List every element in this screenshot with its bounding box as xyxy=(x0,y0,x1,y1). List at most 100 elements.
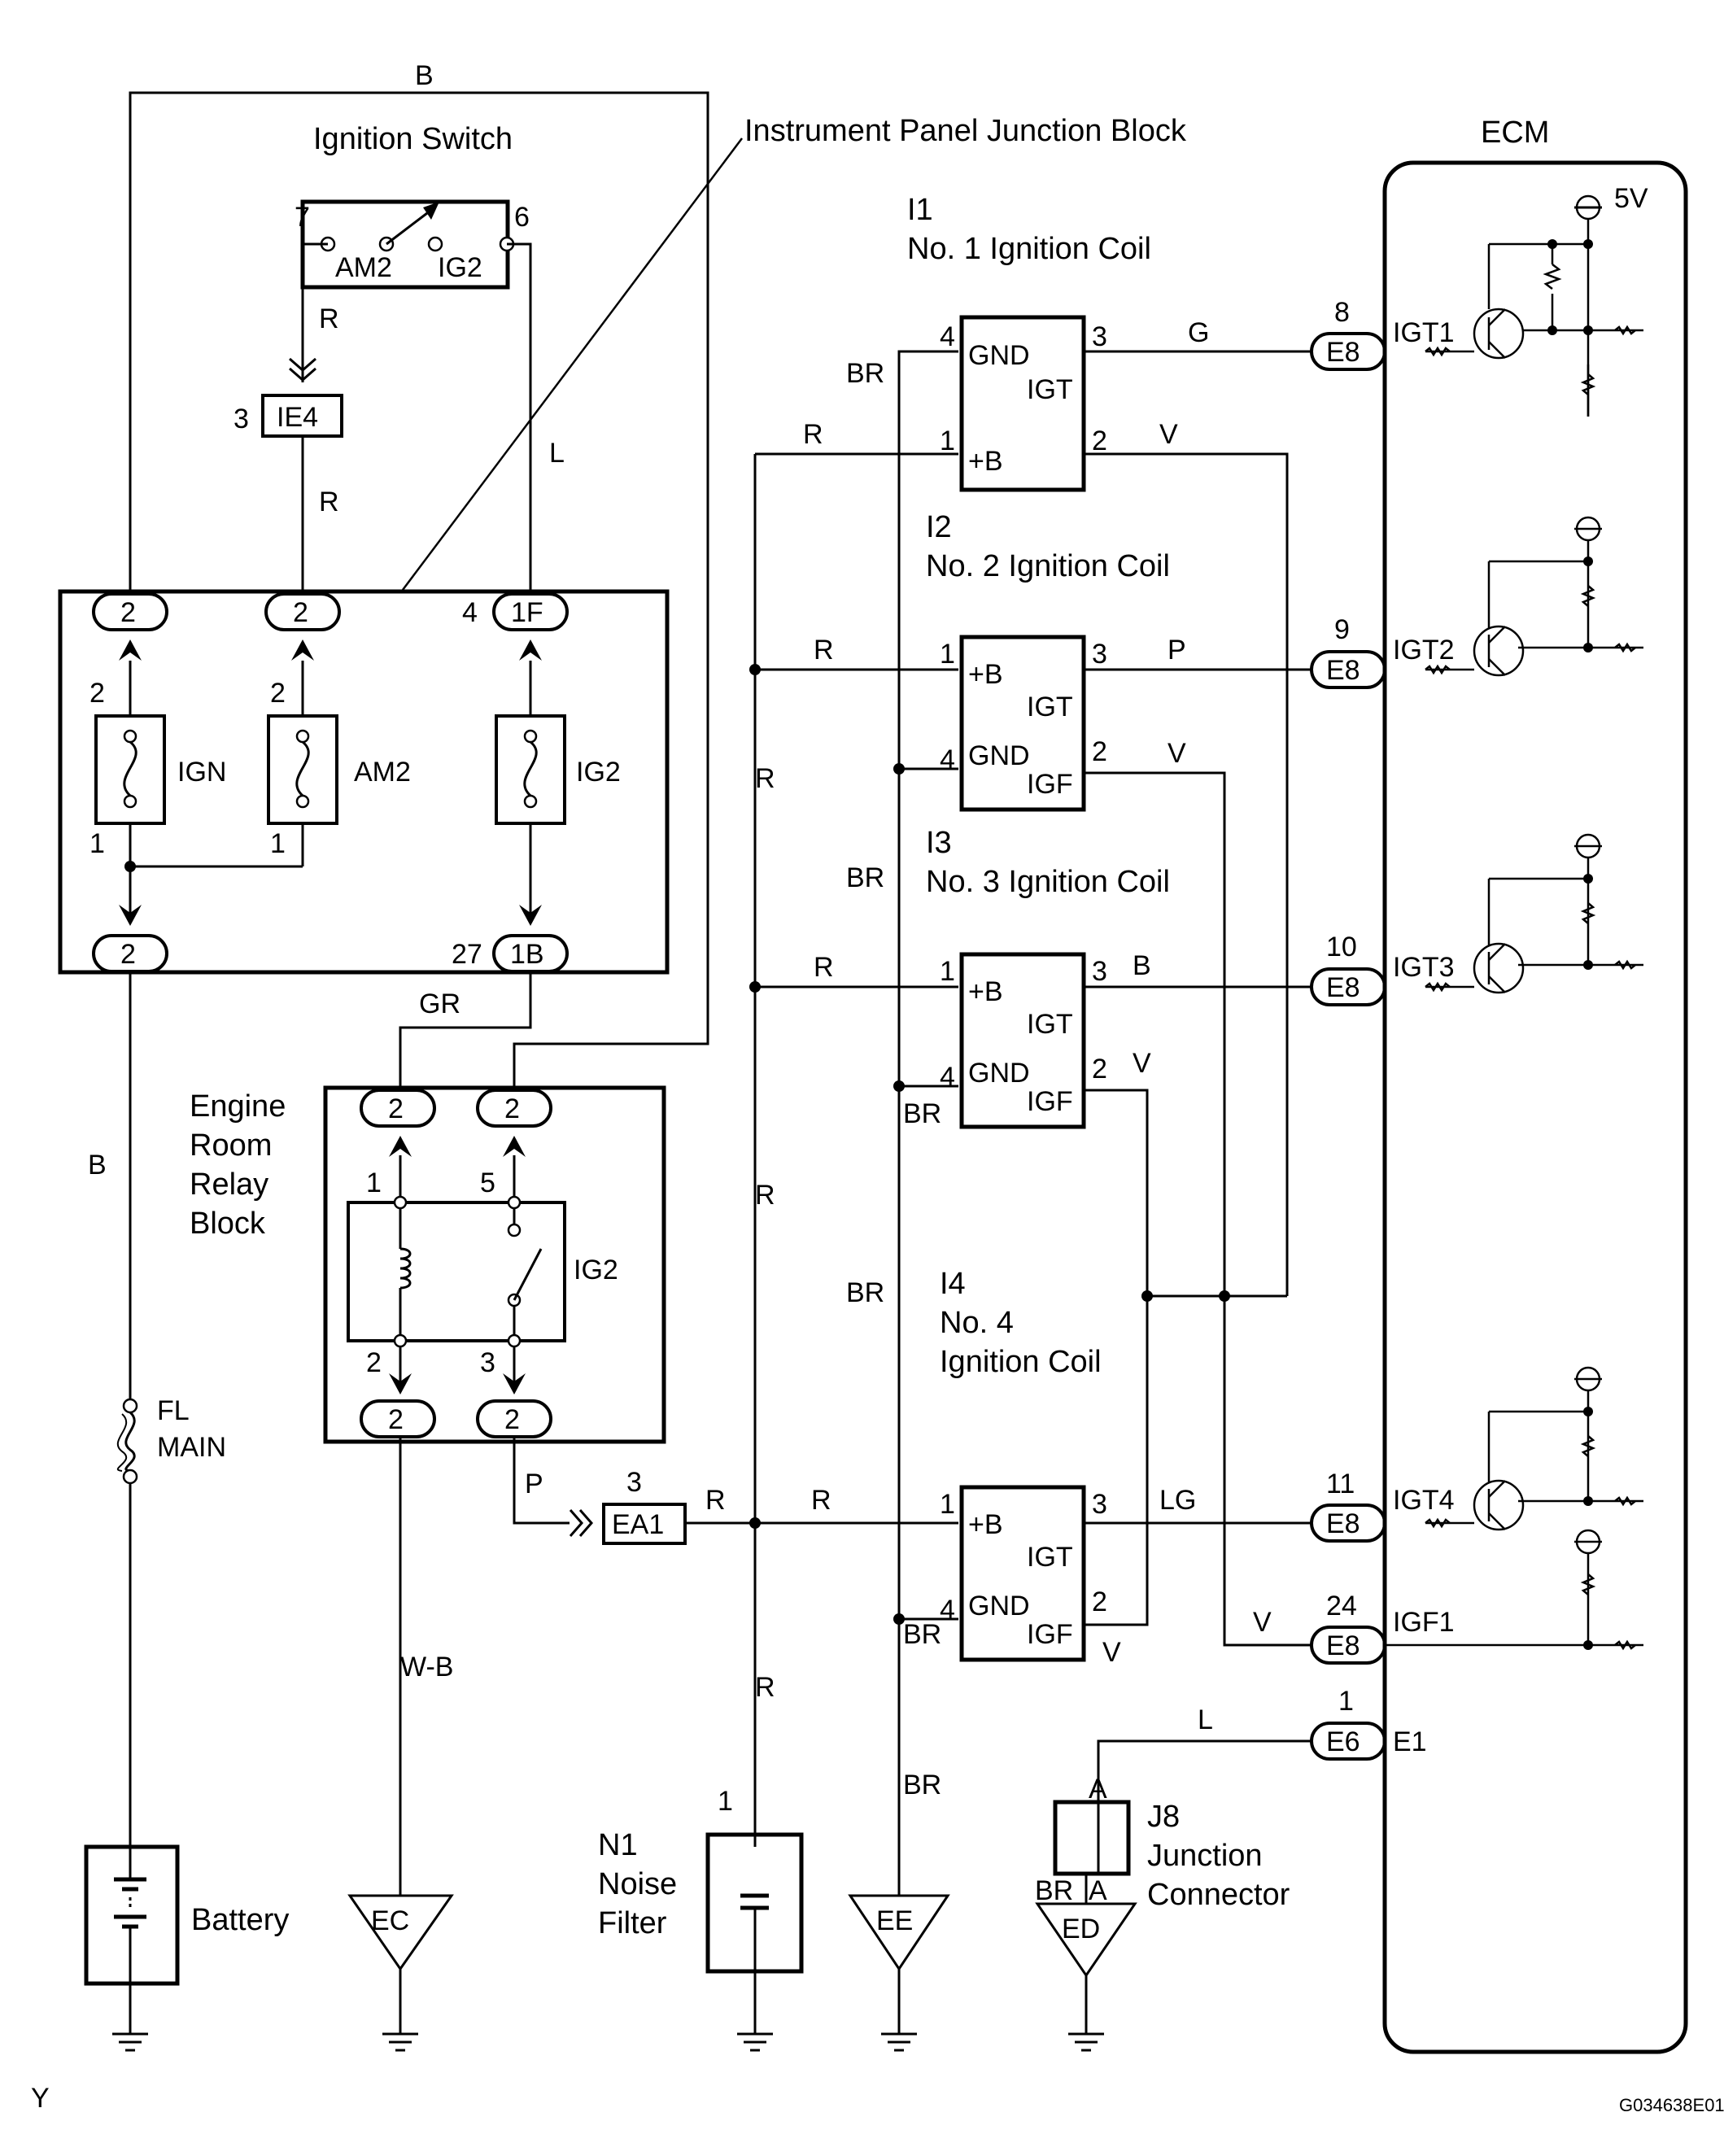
wire-v-coil3 xyxy=(1084,1089,1149,1296)
wire-color-br-4: BR xyxy=(846,1277,884,1308)
wire-color-br-3: BR xyxy=(903,1098,941,1129)
ecm-5v-label: 5V xyxy=(1614,183,1648,214)
wire-color-v-2: V xyxy=(1168,738,1186,769)
coil1-pin-3: 3 xyxy=(1092,321,1107,352)
wire-color-p-coil2: P xyxy=(1168,635,1186,666)
coil2-gnd: GND xyxy=(968,740,1030,771)
fuse-ign-pin-1: 1 xyxy=(89,828,105,859)
wire-color-wb: W-B xyxy=(400,1652,453,1682)
wire-color-v-3: V xyxy=(1133,1048,1151,1079)
wire-gr xyxy=(399,971,532,1086)
ecm-pin-igt3: IGT3 xyxy=(1393,952,1455,983)
ground-ed xyxy=(1035,1902,1137,1978)
errb-connector-2b-label: 2 xyxy=(504,1093,520,1124)
fuse-am2-label: AM2 xyxy=(354,757,411,788)
coil2-pin-1: 1 xyxy=(940,639,955,670)
coil4-igf: IGF xyxy=(1027,1619,1073,1650)
ipjb-connector-2a-label: 2 xyxy=(120,597,136,628)
wire-color-r-1: R xyxy=(319,303,339,334)
ecm-pin-e1: E1 xyxy=(1393,1726,1427,1757)
e6-label: E6 xyxy=(1326,1726,1360,1757)
ecm-driver-igt3 xyxy=(1425,833,1643,994)
fuse-ign-label: IGN xyxy=(177,757,226,788)
errb-connector-2d-label: 2 xyxy=(504,1404,520,1435)
coil3-pin-2: 2 xyxy=(1092,1054,1107,1085)
connector-label: Connector xyxy=(1147,1878,1290,1912)
coil1-gnd: GND xyxy=(968,340,1030,371)
ipjb-connector-2b-label: 2 xyxy=(293,597,308,628)
e8-label-2: E8 xyxy=(1326,655,1360,686)
coil1-id: I1 xyxy=(907,193,933,227)
errb-connector-2a xyxy=(360,1089,436,1128)
footer-left: Y xyxy=(31,2083,50,2114)
coil1-pin-2: 2 xyxy=(1092,426,1107,456)
coil4-pin-2: 2 xyxy=(1092,1586,1107,1617)
coil4-pin-3: 3 xyxy=(1092,1489,1107,1520)
e8-pin-24: 24 xyxy=(1326,1591,1357,1621)
wire-color-r-coil3: R xyxy=(814,952,834,983)
wire-b-loop xyxy=(129,91,709,1086)
ipjb-pin-27: 27 xyxy=(452,939,482,970)
block-label: Block xyxy=(190,1207,266,1241)
ecm-pin-igt4: IGT4 xyxy=(1393,1485,1455,1516)
coil2-name: No. 2 Ignition Coil xyxy=(926,549,1170,583)
e8-label-4: E8 xyxy=(1326,1508,1360,1539)
wire-l-e1 xyxy=(1097,1739,1312,1774)
ecm-label: ECM xyxy=(1481,116,1549,150)
coil3-pin-1: 1 xyxy=(940,956,955,987)
ecm-driver-igt2 xyxy=(1425,516,1643,677)
coil1-pin-4: 4 xyxy=(940,321,955,352)
battery-label: Battery xyxy=(191,1903,289,1937)
e8-pin-10: 10 xyxy=(1326,932,1357,962)
wire-color-r-bus-1: R xyxy=(755,763,775,794)
j8-label: J8 xyxy=(1147,1800,1180,1834)
ipjb-connector-2b xyxy=(264,592,341,631)
wire-color-r-bus-2: R xyxy=(755,1180,775,1211)
ie4-connector xyxy=(261,394,343,438)
coil3-name: No. 3 Ignition Coil xyxy=(926,865,1170,899)
coil1-pin-1: 1 xyxy=(940,426,955,456)
noise-label: Noise xyxy=(598,1867,677,1901)
wire-v-coil1 xyxy=(1084,452,1289,1296)
ignition-coil-1 xyxy=(959,315,1086,492)
errb-connector-2c-label: 2 xyxy=(388,1404,404,1435)
ecm-pin-igf1: IGF1 xyxy=(1393,1607,1455,1638)
ig2-switch-label: IG2 xyxy=(438,252,482,283)
coil4-pin-1: 1 xyxy=(940,1489,955,1520)
coil2-pin-3: 3 xyxy=(1092,639,1107,670)
ig2-relay xyxy=(347,1201,566,1342)
ground-ed-label: ED xyxy=(1062,1914,1100,1944)
coil2-pin-2: 2 xyxy=(1092,736,1107,767)
e8-label-5: E8 xyxy=(1326,1630,1360,1661)
ground-ec xyxy=(347,1894,454,1971)
e8-pin-11: 11 xyxy=(1326,1469,1355,1499)
coil3-igf: IGF xyxy=(1027,1086,1073,1117)
footer-code: G034638E01 xyxy=(1619,2095,1724,2115)
ipjb-connector-1f xyxy=(492,592,569,631)
wire-color-v-1: V xyxy=(1159,419,1178,450)
junction-label: Junction xyxy=(1147,1839,1263,1873)
wire-am2-r xyxy=(301,242,328,382)
relay-pin-1: 1 xyxy=(366,1167,382,1198)
wire-color-l-1: L xyxy=(549,438,565,469)
coil2-pin-4: 4 xyxy=(940,744,955,775)
wire-color-r-coil2: R xyxy=(814,635,834,666)
e8-pin-9: 9 xyxy=(1334,614,1350,645)
wire-color-br-6: BR xyxy=(903,1770,941,1800)
e8-pin-8: 8 xyxy=(1334,297,1350,328)
wire-color-v-igf: V xyxy=(1253,1607,1272,1638)
relay-pin-5: 5 xyxy=(480,1167,495,1198)
engine-label: Engine xyxy=(190,1089,286,1124)
relay-pin-2: 2 xyxy=(366,1347,382,1378)
am2-switch-label: AM2 xyxy=(335,252,392,283)
pin-6-label: 6 xyxy=(514,202,530,233)
relay-label: Relay xyxy=(190,1167,268,1202)
errb-connector-2a-label: 2 xyxy=(388,1093,404,1124)
ignition-coil-3 xyxy=(959,952,1086,1129)
wire-br-bus xyxy=(897,350,958,1896)
j8-junction-connector xyxy=(1053,1800,1131,1876)
ecm-pin-igt2: IGT2 xyxy=(1393,635,1455,666)
fl-main-label: MAIN xyxy=(157,1432,226,1463)
fl-label: FL xyxy=(157,1395,190,1426)
